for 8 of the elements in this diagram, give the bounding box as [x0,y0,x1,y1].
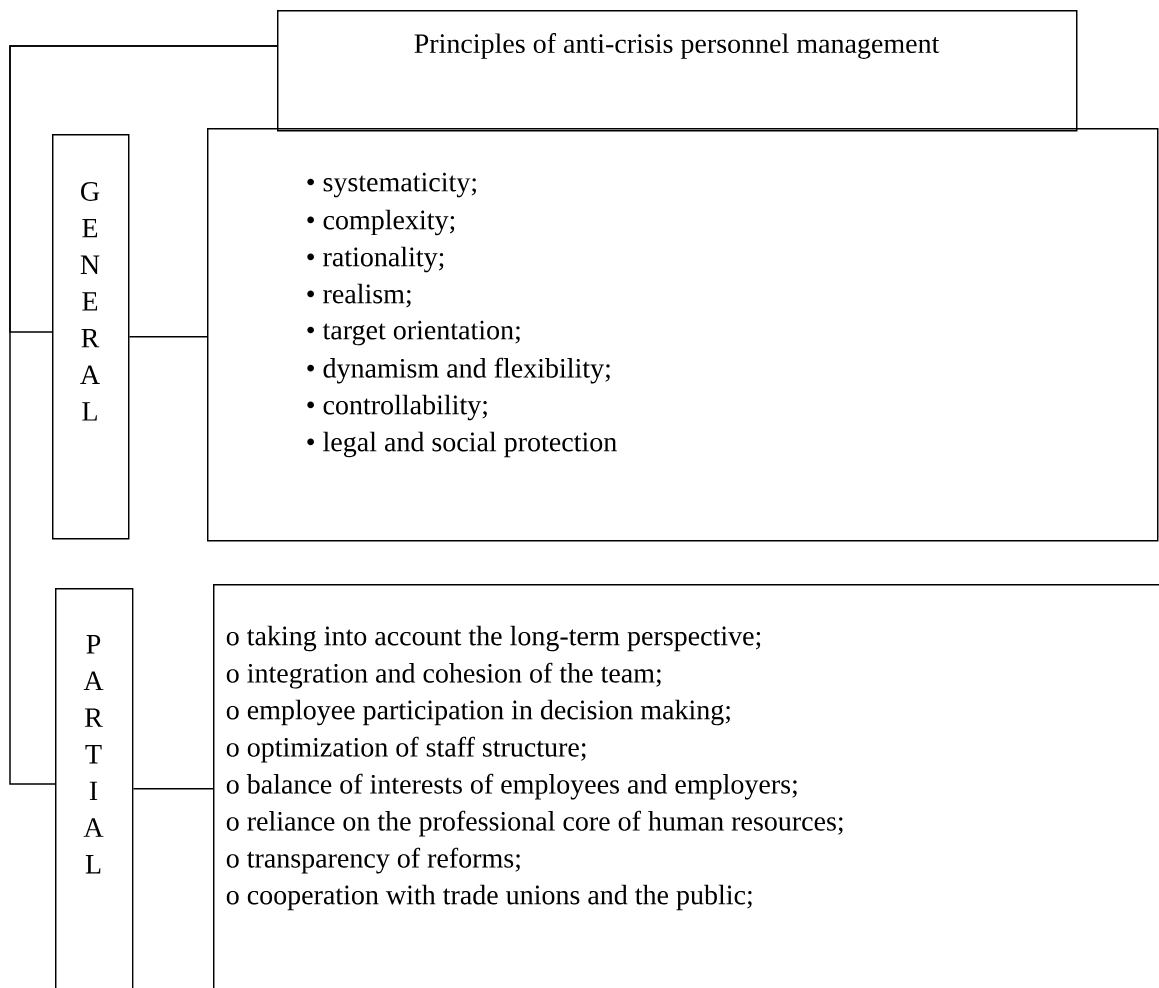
list-box: • systematicity; • complexity; • rationality; • realism; • target orientation; • dynamism and flexibility; • controllability; • legal and social protection [207,128,1159,542]
title-box: Principles of anti-crisis personnel management [277,10,1078,132]
connector-line [128,336,208,338]
list-box: o taking into account the long-term perspective; o integration and cohesion of the team; o employee participation in decision making; o optimization of staff structure; o balance of interests of employees and employers; o reliance on the professional core of human resources; o transparency of reforms; o cooperation with trade unions and the public; [213,584,1159,988]
connector-line [9,45,278,785]
category-box: PARTIAL [55,588,134,988]
category-box: GENERAL [52,134,130,540]
connector-line [132,788,214,790]
